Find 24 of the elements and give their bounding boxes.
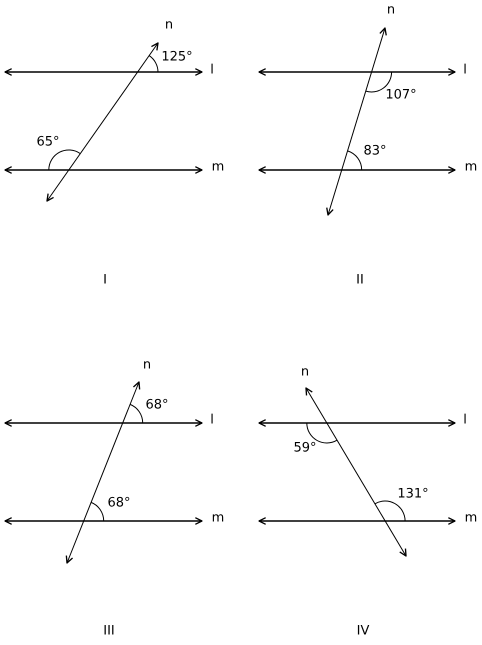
- label: 65°: [36, 136, 60, 148]
- label: 131°: [397, 488, 429, 500]
- label: n: [386, 4, 396, 16]
- label: m: [212, 512, 224, 524]
- label: 68°: [145, 398, 169, 412]
- label: I: [103, 274, 107, 286]
- label: m: [464, 512, 478, 524]
- label: n: [142, 358, 152, 372]
- label: m: [464, 160, 478, 174]
- label: 125°: [161, 50, 193, 64]
- label: l: [463, 64, 467, 76]
- label: l: [210, 414, 214, 426]
- label: l: [210, 64, 214, 76]
- label: II: [356, 274, 364, 286]
- label: 59°: [293, 442, 317, 454]
- label: n: [164, 18, 174, 32]
- label: IV: [356, 624, 370, 638]
- label: l: [463, 414, 467, 426]
- label: 107°: [385, 88, 417, 102]
- label: m: [212, 160, 224, 174]
- label: 83°: [363, 144, 387, 158]
- label: n: [300, 366, 310, 378]
- label: III: [103, 624, 115, 638]
- label: 68°: [107, 496, 131, 510]
